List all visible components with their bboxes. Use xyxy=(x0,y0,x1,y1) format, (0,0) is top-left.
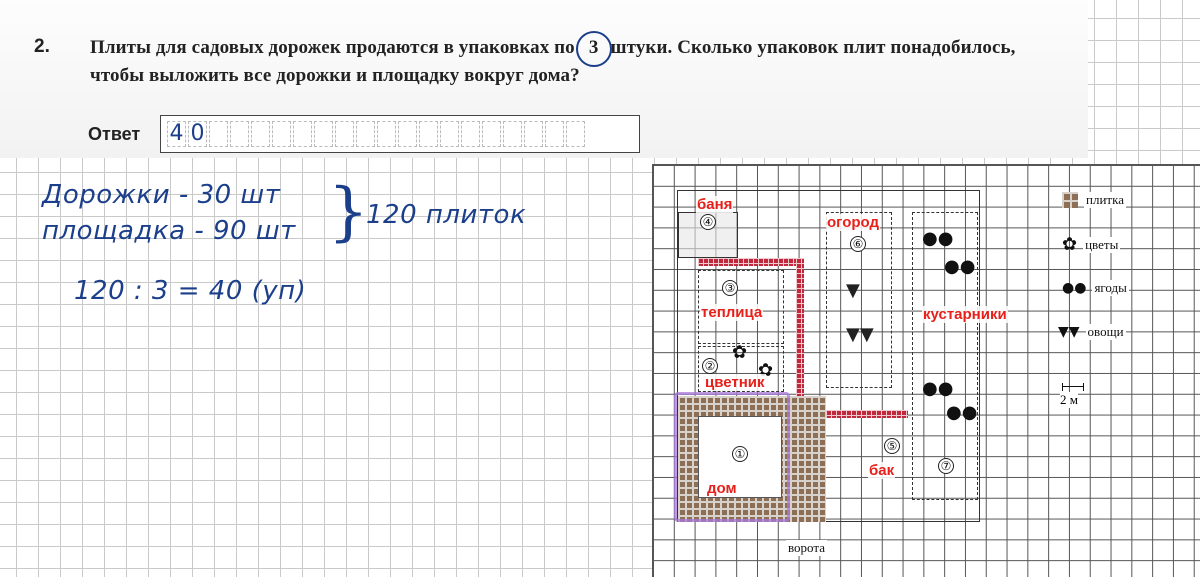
answer-cell[interactable] xyxy=(293,121,312,147)
answer-cell[interactable] xyxy=(461,121,480,147)
task-question: Плиты для садовых дорожек продаются в уп… xyxy=(90,31,1050,90)
solution-total: 120 плиток xyxy=(366,200,527,230)
answer-cell[interactable]: 4 xyxy=(167,121,186,147)
vegetable-icon: ▼▼ xyxy=(846,324,874,345)
answer-cell[interactable] xyxy=(230,121,249,147)
number-7: ⑦ xyxy=(938,458,954,474)
answer-cell[interactable] xyxy=(251,121,270,147)
legend-tile: плитка xyxy=(1062,192,1126,208)
solution-line-area: площадка - 90 шт xyxy=(42,216,296,246)
answer-cell[interactable] xyxy=(356,121,375,147)
vegetable-icon: ▼ xyxy=(846,280,860,301)
task-text-after: штуки. Сколько упаковок плит понадобилос… xyxy=(90,37,1016,86)
number-2: ② xyxy=(702,358,718,374)
label-dom: дом xyxy=(706,480,738,497)
task-text-before: Плиты для садовых дорожек продаются в уп… xyxy=(90,37,580,58)
number-1: ① xyxy=(732,446,748,462)
circled-number: 3 xyxy=(575,31,612,67)
solution-calculation: 120 : 3 = 40 (уп) xyxy=(74,276,307,306)
teplitsa-zone xyxy=(698,270,784,344)
answer-cell[interactable] xyxy=(209,121,228,147)
path-vertical-tiles xyxy=(796,258,804,396)
flower-icon: ✿ xyxy=(732,342,748,363)
tsvetnik-zone xyxy=(698,346,784,392)
vegetable-icon: ▼▼ xyxy=(1058,324,1080,340)
plot-boundary xyxy=(677,190,980,522)
task-number: 2. xyxy=(34,36,50,57)
kustarniki-zone xyxy=(912,212,978,500)
tile-icon xyxy=(1062,192,1078,208)
solution-line-paths: Дорожки - 30 шт xyxy=(42,180,281,210)
label-kustarniki: кустарники xyxy=(922,306,1008,323)
berry-icon: ●● xyxy=(922,228,954,249)
berry-icon: ●● xyxy=(1062,280,1087,296)
label-bak: бак xyxy=(868,462,896,479)
answer-cell[interactable] xyxy=(272,121,291,147)
path-right-tiles xyxy=(826,410,908,418)
scale-label: 2 м xyxy=(1060,392,1078,408)
answer-label: Ответ xyxy=(88,124,141,144)
answer-cell[interactable] xyxy=(482,121,501,147)
answer-cell[interactable] xyxy=(419,121,438,147)
answer-field[interactable]: 4 0 xyxy=(160,115,640,153)
number-4: ④ xyxy=(700,214,716,230)
legend-vegetables: ▼▼ овощи xyxy=(1058,324,1126,340)
answer-cell[interactable] xyxy=(440,121,459,147)
answer-cell[interactable] xyxy=(566,121,585,147)
berry-icon: ●● xyxy=(944,256,976,277)
number-5: ⑤ xyxy=(884,438,900,454)
label-banya: баня xyxy=(696,196,734,213)
purple-highlight xyxy=(674,392,790,522)
label-ogorod: огород xyxy=(826,214,881,231)
legend-flowers: ✿ цветы xyxy=(1062,234,1121,255)
gate-label: ворота xyxy=(786,540,827,556)
answer-cell[interactable] xyxy=(377,121,396,147)
number-3: ③ xyxy=(722,280,738,296)
flower-icon: ✿ xyxy=(1062,234,1078,255)
answer-cell[interactable] xyxy=(398,121,417,147)
answer-cell[interactable]: 0 xyxy=(188,121,207,147)
curly-brace: } xyxy=(328,175,369,249)
legend-berries: ●● ягоды xyxy=(1062,280,1129,296)
answer-cell[interactable] xyxy=(524,121,543,147)
path-top-tiles xyxy=(698,258,804,266)
answer-cell[interactable] xyxy=(503,121,522,147)
answer-cell[interactable] xyxy=(545,121,564,147)
answer-cell[interactable] xyxy=(335,121,354,147)
ogorod-zone xyxy=(826,212,892,388)
scale-bar xyxy=(1062,383,1084,391)
label-teplitsa: теплица xyxy=(700,304,764,321)
label-tsvetnik: цветник xyxy=(704,374,766,391)
berry-icon: ●● xyxy=(922,378,954,399)
task-block: 2. Плиты для садовых дорожек продаются в… xyxy=(0,0,1088,158)
answer-cell[interactable] xyxy=(314,121,333,147)
number-6: ⑥ xyxy=(850,236,866,252)
berry-icon: ●● xyxy=(946,402,978,423)
